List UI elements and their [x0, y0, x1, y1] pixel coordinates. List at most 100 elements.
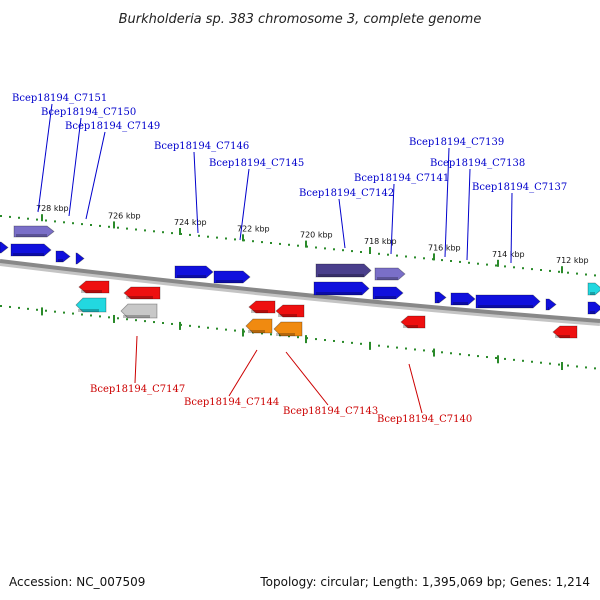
gene-body — [313, 281, 370, 296]
ruler-dot — [576, 272, 578, 275]
ruler-dot — [171, 232, 173, 235]
ruler-major-tick-lower — [41, 307, 43, 316]
gene-label-reverse: Bcep18194_C7143 — [283, 406, 378, 417]
accession-text: Accession: NC_007509 — [9, 575, 145, 589]
ruler-label: 724 kbp — [174, 218, 207, 227]
ruler-dot — [324, 247, 326, 250]
ruler-major-tick-lower — [433, 348, 435, 357]
ruler-dot — [315, 246, 317, 249]
ruler-dot — [288, 243, 290, 246]
gene-shade — [177, 275, 206, 278]
gene-shade — [316, 292, 362, 295]
gene-body — [248, 300, 276, 314]
gene-label-forward: Bcep18194_C7141 — [354, 173, 449, 184]
ruler-dot — [63, 311, 65, 314]
gene-body — [587, 301, 600, 315]
gene-label-forward: Bcep18194_C7137 — [472, 182, 567, 193]
gene-small-a — [75, 252, 85, 265]
gene-label-forward: Bcep18194_C7142 — [299, 188, 394, 199]
ruler-dot — [18, 306, 20, 309]
ruler-dot — [567, 364, 569, 367]
gene-shade — [78, 309, 99, 312]
gene-body — [123, 286, 161, 300]
ruler-dot — [423, 349, 425, 352]
ruler-dot — [81, 313, 83, 316]
ruler-dot — [513, 358, 515, 361]
ruler-dot — [324, 339, 326, 342]
gene-C7144-orange — [245, 318, 273, 334]
leader-line — [239, 168, 250, 241]
ruler-label: 712 kbp — [556, 256, 589, 265]
gene-edge — [0, 241, 9, 254]
lower-ruler-dots — [0, 305, 596, 370]
gene-body — [245, 318, 273, 334]
gene-body — [174, 265, 214, 279]
gene-shade — [278, 314, 297, 317]
gene-shade — [377, 277, 398, 280]
gene-label-forward: Bcep18194_C7150 — [41, 107, 136, 118]
ruler-dot — [297, 336, 299, 339]
ruler-dot — [405, 347, 407, 350]
genome-summary-text: Topology: circular; Length: 1,395,069 bp… — [259, 575, 590, 589]
ruler-dot — [540, 269, 542, 271]
ruler-dot — [378, 344, 380, 347]
gene-shade — [16, 234, 47, 237]
ruler-dot — [153, 230, 155, 233]
gene-track — [0, 225, 600, 339]
ruler-dot — [9, 305, 11, 308]
gene-body — [273, 321, 303, 337]
gene-shade — [216, 280, 243, 283]
ruler-dot — [504, 265, 506, 268]
gene-body — [374, 267, 406, 281]
gene-label-forward: Bcep18194_C7139 — [409, 137, 504, 148]
ruler-dot — [585, 366, 587, 369]
leader-line-reverse — [408, 363, 423, 414]
ruler-dot — [72, 222, 74, 225]
leader-line — [37, 103, 53, 213]
gene-label-forward: Bcep18194_C7145 — [209, 158, 304, 169]
gene-C7144 — [248, 300, 276, 314]
ruler-dot — [198, 234, 200, 237]
ruler-dot — [234, 238, 236, 241]
ruler-dot — [450, 352, 452, 355]
gene-body — [10, 243, 52, 257]
ruler-dot — [495, 356, 497, 359]
ruler-dot — [468, 354, 470, 357]
gene-small-c — [552, 325, 578, 339]
ruler-dot — [54, 310, 56, 313]
ruler-dot — [333, 339, 335, 342]
ruler-major-tick — [242, 234, 244, 242]
gene-shade — [403, 325, 418, 328]
gene-edge-blue — [587, 301, 600, 315]
ruler-dot — [90, 314, 92, 317]
ruler-dot — [387, 253, 389, 256]
ruler-dot — [261, 332, 263, 335]
ruler-dot — [27, 217, 29, 220]
ruler-dot — [549, 269, 551, 272]
gene-shade — [478, 305, 533, 308]
gene-label-reverse: Bcep18194_C7144 — [184, 397, 279, 408]
ruler-major-tick — [433, 253, 435, 261]
leader-line-reverse — [228, 349, 258, 397]
ruler-dot — [144, 229, 146, 232]
gene-label-forward: Bcep18194_C7138 — [430, 158, 525, 169]
ruler-dot — [0, 215, 2, 217]
gene-body — [120, 303, 158, 319]
ruler-dot — [153, 321, 155, 324]
ruler-dot — [216, 327, 218, 330]
gene-body — [55, 250, 71, 263]
leader-line — [444, 147, 450, 258]
ruler-major-tick-lower — [179, 321, 181, 330]
ruler-dot — [81, 223, 83, 226]
ruler-dot — [396, 254, 398, 257]
ruler-dot — [585, 273, 587, 276]
ruler-dot — [459, 260, 461, 263]
ruler-major-tick — [113, 221, 115, 229]
gene-label-forward: Bcep18194_C7146 — [154, 141, 249, 152]
ruler-dot — [18, 216, 20, 219]
gene-shade — [126, 296, 153, 299]
ruler-dot — [540, 361, 542, 364]
ruler-dot — [108, 225, 110, 228]
ruler-dot — [135, 319, 137, 322]
